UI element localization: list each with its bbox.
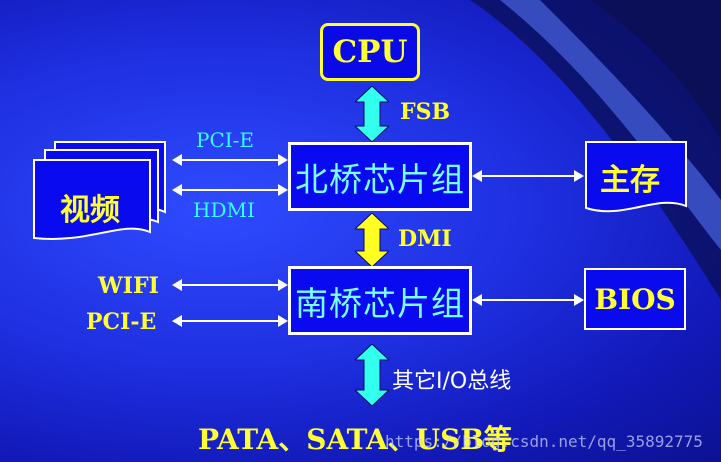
video-label: 视频	[60, 193, 120, 228]
video-icon	[33, 141, 166, 240]
bios-label: BIOS	[594, 282, 676, 316]
other-io-label: 其它I/O总线	[392, 369, 512, 394]
memory-link-arrow	[472, 170, 584, 182]
pcie-video-label: PCI-E	[196, 128, 255, 152]
south-left-arrows	[172, 279, 288, 327]
bottom-io-text: PATA、SATA、USB等	[198, 423, 512, 456]
memory-label: 主存	[600, 163, 660, 198]
dmi-arrow	[355, 213, 389, 267]
southbridge-box: 南桥芯片组	[288, 266, 472, 335]
northbridge-box: 北桥芯片组	[288, 142, 472, 211]
wifi-label: WIFI	[98, 273, 159, 299]
hdmi-label: HDMI	[193, 198, 255, 222]
cpu-label: CPU	[332, 34, 408, 70]
bios-link-arrow	[472, 294, 584, 306]
video-link-arrows	[172, 154, 288, 196]
dmi-label: DMI	[398, 226, 452, 252]
pcie-south-label: PCI-E	[86, 309, 157, 335]
cpu-box: CPU	[320, 23, 420, 81]
southbridge-label: 南桥芯片组	[295, 283, 465, 323]
watermark: https://blog.csdn.net/qq_35892775	[385, 432, 703, 451]
fsb-label: FSB	[400, 99, 451, 125]
memory-shape	[585, 141, 687, 213]
other-io-arrow	[355, 344, 389, 406]
northbridge-label: 北桥芯片组	[295, 159, 465, 199]
fsb-arrow	[355, 86, 389, 142]
bios-box: BIOS	[584, 268, 686, 330]
